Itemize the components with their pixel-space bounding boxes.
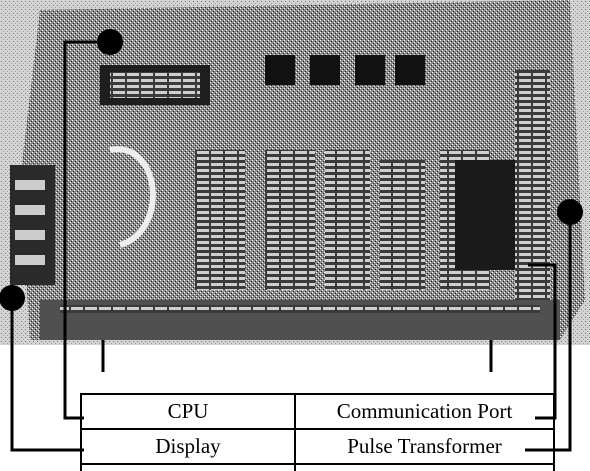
legend-cell-communication-port: Communication Port: [294, 393, 555, 430]
legend-cell-display: Display: [80, 428, 296, 465]
legend-row: CPU Communication Port: [80, 393, 555, 430]
circuit-board-photo: [0, 0, 590, 345]
legend-cell-cpu: CPU: [80, 393, 296, 430]
legend-cell-pulse-transformer: Pulse Transformer: [294, 428, 555, 465]
legend-table: CPU Communication Port Display Pulse Tra…: [80, 393, 555, 471]
pulse-transformer-area: [455, 160, 515, 270]
legend-row-partial: [80, 463, 555, 471]
legend-row: Display Pulse Transformer: [80, 428, 555, 465]
